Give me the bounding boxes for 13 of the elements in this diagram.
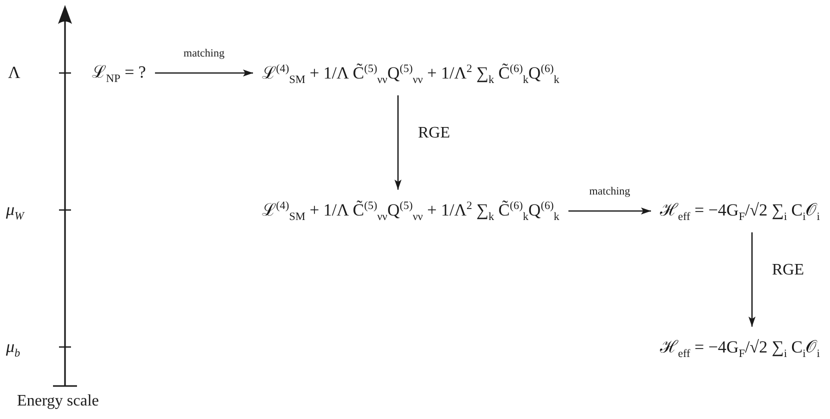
edge-label: matching <box>182 47 226 61</box>
arrow <box>394 95 402 190</box>
arrow <box>154 70 253 76</box>
scale-label: μ$_{b}$ <box>6 336 20 358</box>
arrow <box>748 232 756 327</box>
equation: ℋ$_{eff}$ = −4G$_{F}$/√2 ∑$_{i}$ C$_{i}$𝒪$_{i}$ <box>660 198 820 224</box>
axis-title: Energy scale <box>17 392 99 412</box>
arrow <box>568 208 651 214</box>
equation: ℋ$_{eff}$ = −4G$_{F}$/√2 ∑$_{i}$ C$_{i}$𝒪$_{i}$ <box>660 336 820 360</box>
scale-label: μ$_{W}$ <box>6 198 24 222</box>
equation: ℒ$_{NP}$ = ? <box>92 60 146 86</box>
scale-label: Λ <box>8 62 20 84</box>
edge-label: matching <box>587 185 632 199</box>
